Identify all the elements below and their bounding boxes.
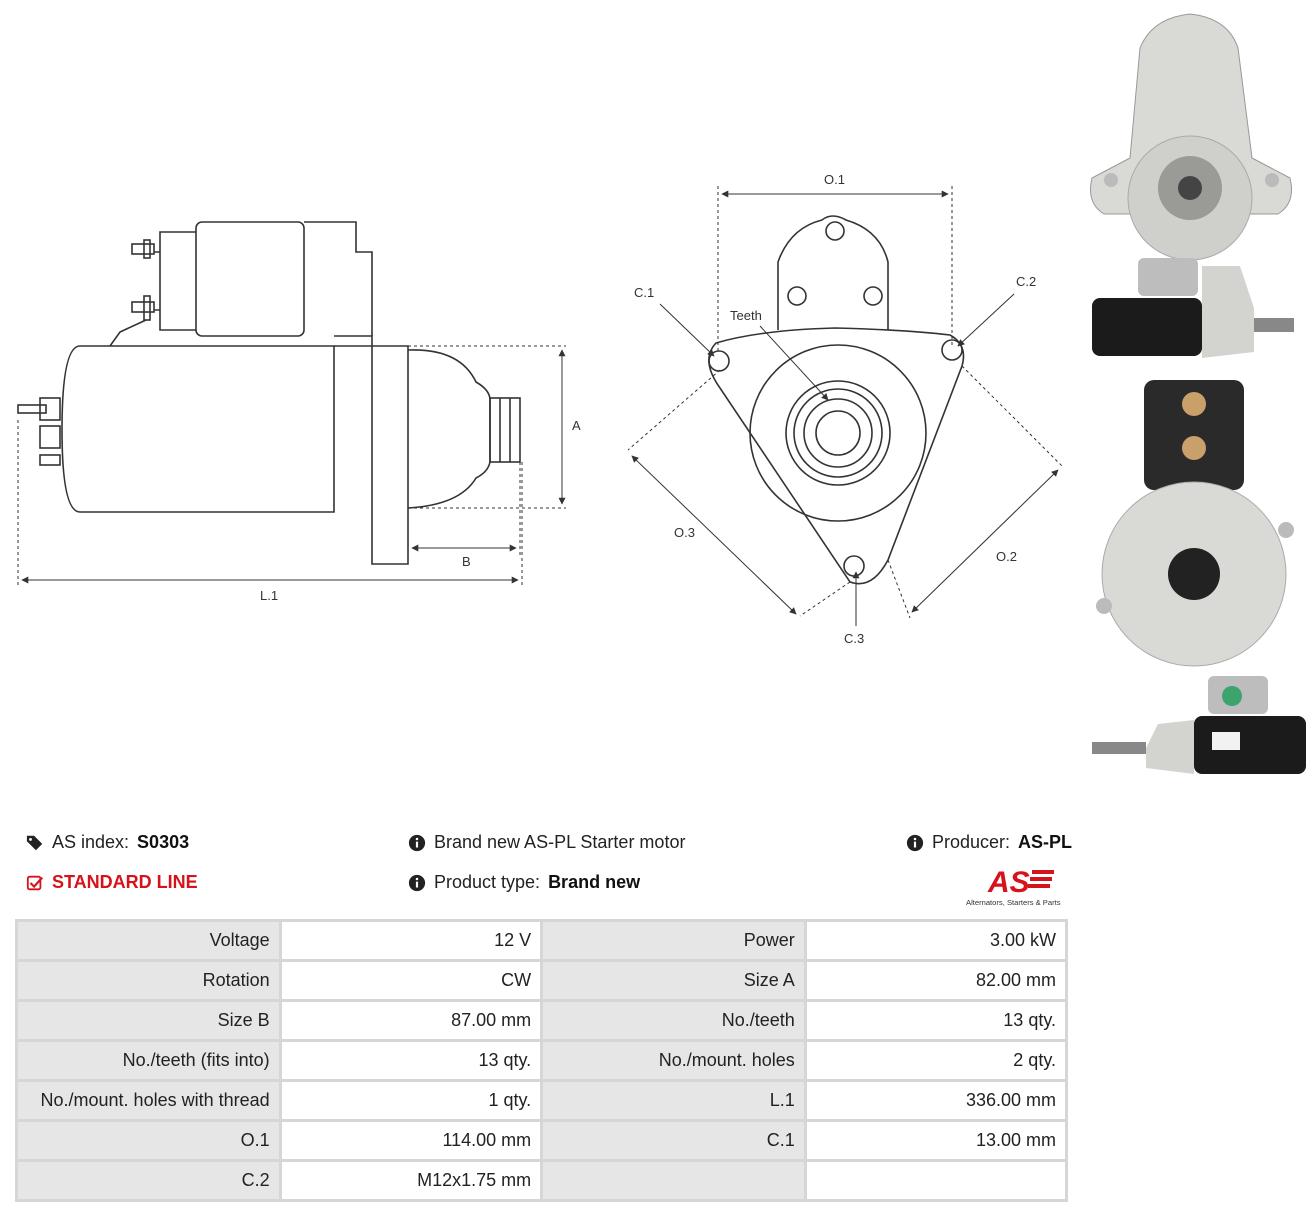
spec-label: O.1 bbox=[15, 1119, 282, 1162]
spec-label: Voltage bbox=[15, 919, 282, 962]
spec-label: C.1 bbox=[540, 1119, 807, 1162]
spec-value: 2 qty. bbox=[803, 1039, 1069, 1082]
description: Brand new AS-PL Starter motor bbox=[408, 832, 685, 853]
spec-label: No./mount. holes with thread bbox=[15, 1079, 282, 1122]
as-index-value: S0303 bbox=[137, 832, 190, 852]
producer-value: AS-PL bbox=[1018, 832, 1073, 852]
dim-label-a: A bbox=[572, 418, 581, 433]
dim-label-o1: O.1 bbox=[824, 172, 845, 187]
as-index: AS index: S0303 bbox=[26, 832, 189, 853]
spec-label: Size B bbox=[15, 999, 282, 1042]
info-icon bbox=[906, 834, 924, 851]
photo-side-1 bbox=[1092, 258, 1294, 358]
product-type-value: Brand new bbox=[548, 872, 641, 892]
tags-icon bbox=[26, 835, 43, 850]
producer-label: Producer: bbox=[932, 832, 1011, 852]
dim-label-b: B bbox=[462, 554, 471, 569]
spec-value: 13.00 mm bbox=[803, 1119, 1069, 1162]
standard-line-label: STANDARD LINE bbox=[52, 872, 198, 892]
spec-value: 82.00 mm bbox=[803, 959, 1069, 1002]
dim-label-c3: C.3 bbox=[844, 631, 864, 646]
front-dimensions bbox=[627, 186, 1063, 626]
dim-label-l1: L.1 bbox=[260, 588, 278, 603]
spec-label: L.1 bbox=[540, 1079, 807, 1122]
spec-label bbox=[540, 1159, 807, 1202]
spec-value: 336.00 mm bbox=[803, 1079, 1069, 1122]
spec-value: 12 V bbox=[278, 919, 544, 962]
photo-side-2 bbox=[1092, 676, 1306, 774]
spec-value: 87.00 mm bbox=[278, 999, 544, 1042]
spec-value bbox=[803, 1159, 1069, 1202]
producer: Producer: AS-PL bbox=[906, 832, 1072, 853]
spec-label: Power bbox=[540, 919, 807, 962]
info-icon bbox=[408, 834, 426, 851]
dim-label-o3: O.3 bbox=[674, 525, 695, 540]
photo-front bbox=[1090, 13, 1292, 261]
side-view bbox=[17, 221, 521, 565]
as-pl-logo: AS Alternators, Starters & Parts bbox=[964, 864, 1068, 908]
spec-value: 13 qty. bbox=[803, 999, 1069, 1042]
check-square-icon bbox=[26, 875, 44, 890]
spec-label: No./teeth (fits into) bbox=[15, 1039, 282, 1082]
spec-value: M12x1.75 mm bbox=[278, 1159, 544, 1202]
dim-label-c2: C.2 bbox=[1016, 274, 1036, 289]
spec-label: Rotation bbox=[15, 959, 282, 1002]
dim-label-teeth: Teeth bbox=[730, 308, 762, 323]
spec-label: Size A bbox=[540, 959, 807, 1002]
side-dimensions bbox=[17, 345, 566, 586]
drawing-svg: A B L.1 O.1 O.2 O.3 C.1 C.2 C.3 Teeth bbox=[17, 172, 1063, 646]
product-type-label: Product type: bbox=[434, 872, 541, 892]
as-index-label: AS index: bbox=[52, 832, 130, 852]
table-row: No./teeth (fits into)13 qty.No./mount. h… bbox=[15, 1039, 1069, 1082]
spec-label: No./teeth bbox=[540, 999, 807, 1042]
front-view bbox=[708, 215, 965, 585]
logo-text: AS bbox=[987, 866, 1030, 899]
spec-label: No./mount. holes bbox=[540, 1039, 807, 1082]
description-text: Brand new AS-PL Starter motor bbox=[434, 832, 686, 852]
standard-line: STANDARD LINE bbox=[26, 872, 198, 893]
info-icon bbox=[408, 874, 426, 891]
dim-label-o2: O.2 bbox=[996, 549, 1017, 564]
logo-caption: Alternators, Starters & Parts bbox=[966, 898, 1061, 907]
spec-value: CW bbox=[278, 959, 544, 1002]
photo-rear bbox=[1096, 380, 1294, 667]
spec-value: 114.00 mm bbox=[278, 1119, 544, 1162]
spec-value: 13 qty. bbox=[278, 1039, 544, 1082]
product-info: AS index: S0303 STANDARD LINE Brand new … bbox=[26, 832, 1072, 912]
product-type: Product type: Brand new bbox=[408, 872, 640, 893]
technical-drawing: A B L.1 O.1 O.2 O.3 C.1 C.2 C.3 Teeth bbox=[0, 0, 1080, 680]
product-photos bbox=[1082, 8, 1312, 788]
spec-label: C.2 bbox=[15, 1159, 282, 1202]
spec-value: 1 qty. bbox=[278, 1079, 544, 1122]
dim-label-c1: C.1 bbox=[634, 285, 654, 300]
spec-value: 3.00 kW bbox=[803, 919, 1069, 962]
